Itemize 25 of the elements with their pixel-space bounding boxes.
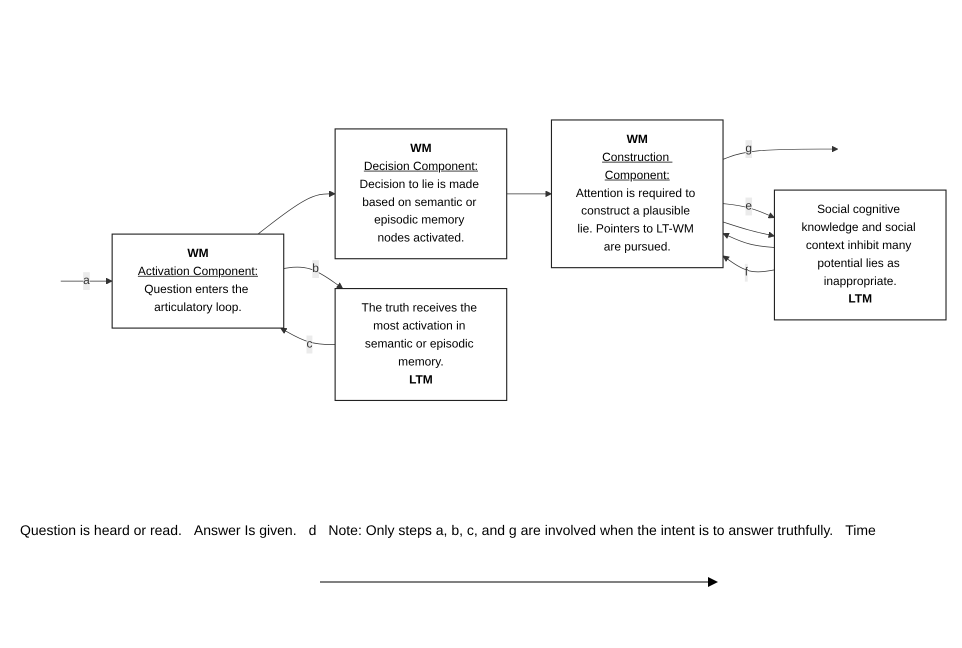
arrow: [506, 190, 552, 197]
arrow: [280, 328, 336, 345]
node-box: WM Activation Component: Question enters the articulatory loop.: [112, 233, 284, 328]
note-text: d: [308, 522, 316, 538]
note-text: Question is heard or read.: [20, 522, 182, 538]
edge-label: e: [745, 200, 752, 212]
node-box: Social cognitive knowledge and social context inhibit many potential lies as inappropriate. LTM: [774, 189, 947, 320]
node-box: WM Construction Component: Attention is required to construct a plausible lie. Pointers to LT-WM are pursued.: [550, 119, 724, 268]
edge-label: c: [306, 338, 312, 350]
arrow: [283, 266, 344, 289]
arrow: [722, 146, 838, 160]
node-box: The truth receives the most activation in semantic or episodic memory. LTM: [334, 288, 508, 401]
note-text: Time: [845, 522, 876, 538]
node-box: WM Decision Component: Decision to lie is made based on semantic or episodic memory nodes activated.: [334, 128, 508, 260]
edge-label: f: [744, 266, 748, 278]
arrow: [722, 232, 775, 248]
note-text: Answer Is given.: [194, 522, 297, 538]
edge-label: a: [83, 274, 90, 287]
arrow: [722, 202, 775, 218]
edge-label: g: [745, 142, 752, 155]
arrow: [722, 255, 775, 272]
arrow: [258, 190, 336, 234]
arrow: [722, 221, 775, 238]
edge-label: b: [312, 262, 319, 275]
note-text: Note: Only steps a, b, c, and g are involved when the intent is to answer truthfully.: [328, 522, 834, 538]
